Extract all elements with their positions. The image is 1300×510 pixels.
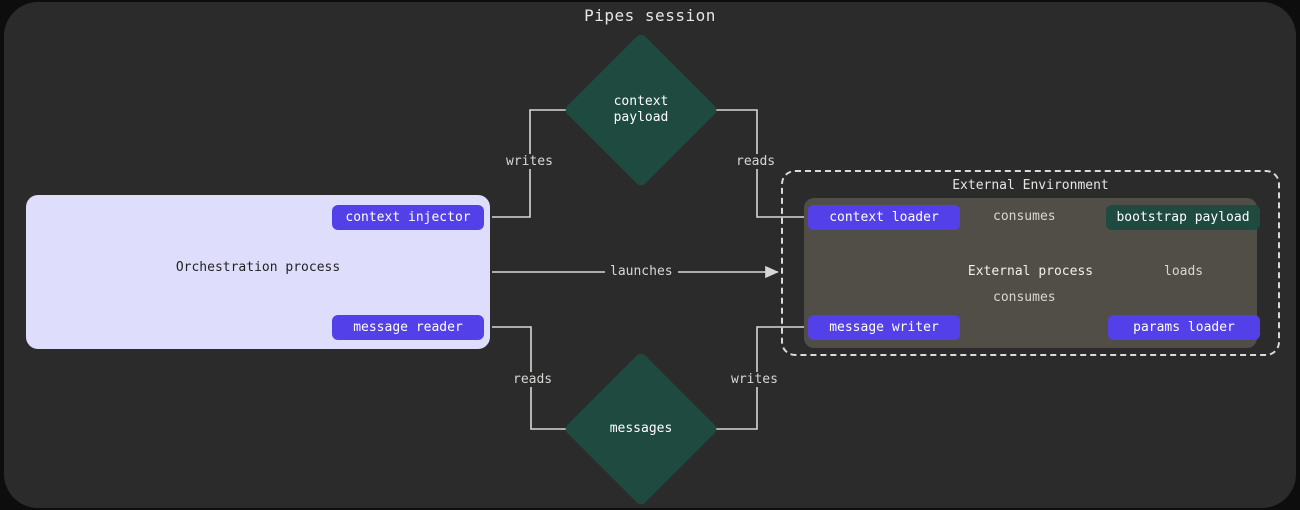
node-params-loader[interactable]: params loader (1108, 315, 1260, 340)
node-message-writer[interactable]: message writer (808, 315, 960, 340)
edge-label-reads-context: reads (731, 154, 781, 169)
context-payload-line1: context (613, 94, 669, 109)
node-bootstrap-payload[interactable]: bootstrap payload (1106, 205, 1260, 230)
edge-label-launches: launches (605, 264, 678, 279)
page-title: Pipes session (584, 6, 716, 25)
orchestration-process-label: Orchestration process (175, 260, 341, 275)
node-context-payload[interactable]: context payload (563, 32, 719, 188)
edge-label-writes-messages: writes (726, 372, 783, 387)
context-payload-text: context payload (586, 55, 696, 165)
node-context-loader[interactable]: context loader (808, 205, 960, 230)
node-message-reader[interactable]: message reader (332, 315, 484, 340)
edge-label-loads-params: loads (1159, 264, 1209, 279)
edge-label-writes-context: writes (501, 154, 558, 169)
messages-line1: messages (609, 421, 673, 436)
node-context-injector[interactable]: context injector (332, 205, 484, 230)
context-payload-line2: payload (613, 110, 669, 125)
external-process-label: External process (967, 264, 1094, 279)
external-environment-label: External Environment (952, 178, 1109, 193)
node-messages[interactable]: messages (563, 351, 719, 507)
edge-label-consumes-context-loader: consumes (988, 209, 1061, 224)
external-environment-box: External Environment (781, 170, 1280, 356)
edge-label-consumes-message-writer: consumes (988, 290, 1061, 305)
edge-label-reads-messages: reads (508, 372, 558, 387)
messages-text: messages (586, 374, 696, 484)
